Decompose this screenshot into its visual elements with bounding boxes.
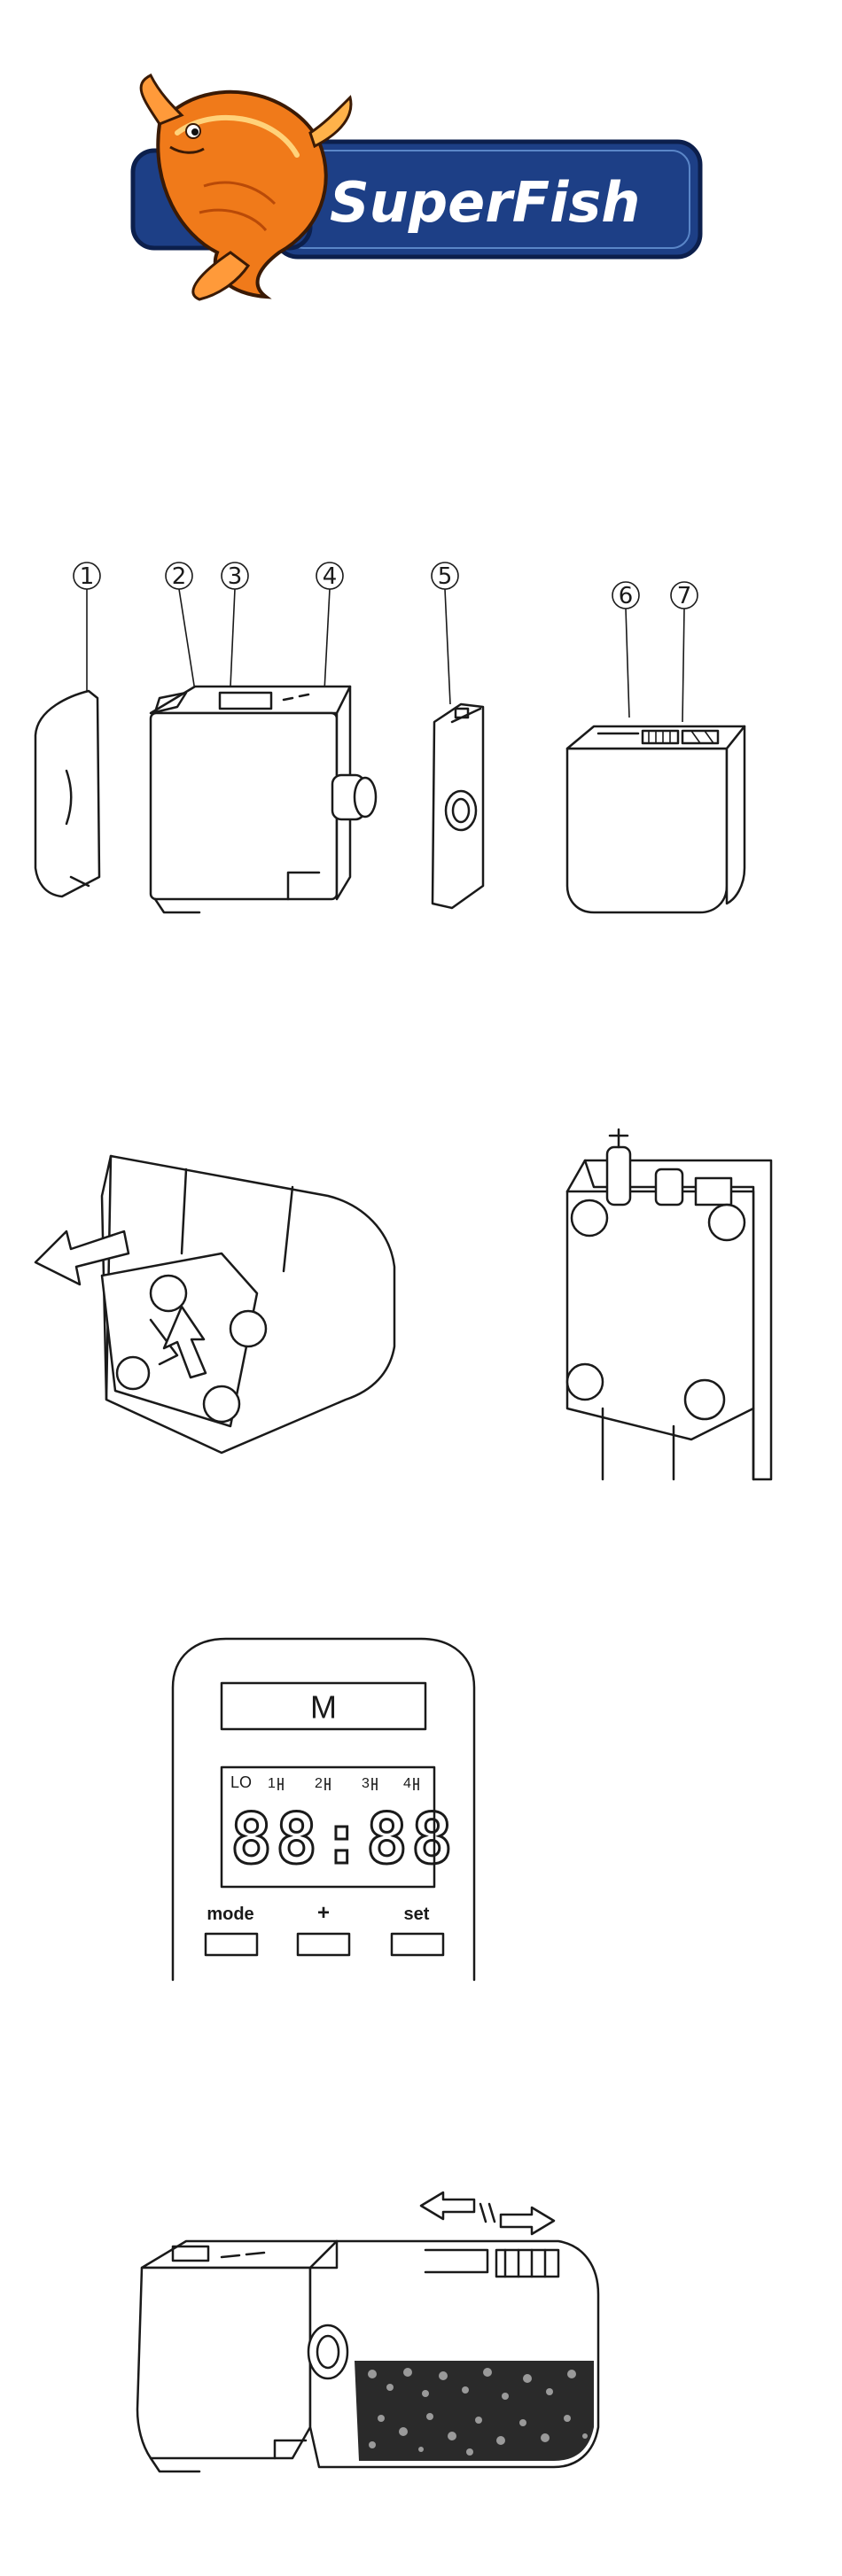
svg-text:3: 3: [228, 563, 243, 590]
indicator-3: 3: [362, 1776, 370, 1791]
callout-1: 1: [74, 563, 100, 691]
svg-text:7: 7: [677, 583, 692, 609]
set-button-label: set: [404, 1905, 430, 1924]
food-drum-part: [567, 726, 745, 912]
parts-diagram: 1 2 3 4 5 6 7: [18, 549, 815, 939]
slide-arrows-icon: [421, 2192, 554, 2234]
plus-button-label: +: [317, 1901, 330, 1925]
fish-food-granules: [355, 2361, 594, 2461]
mode-letter: M: [310, 1689, 337, 1726]
svg-text:2: 2: [172, 563, 187, 590]
vertical-housing-view: [567, 1129, 771, 1479]
svg-text:4: 4: [323, 563, 338, 590]
superfish-logo: SuperFish: [97, 62, 709, 301]
svg-text:6: 6: [619, 583, 634, 609]
logo-brand-text: SuperFish: [330, 170, 640, 235]
lcd-digits: 88:88: [230, 1800, 456, 1880]
indicator-2: 2: [315, 1776, 323, 1791]
svg-text:5: 5: [438, 563, 453, 590]
callout-5: 5: [432, 563, 458, 704]
battery-views: [18, 1107, 815, 1497]
svg-text:1: 1: [80, 563, 95, 590]
main-housing-part: [151, 687, 376, 912]
callout-7: 7: [671, 582, 698, 722]
side-lid-part: [35, 691, 99, 896]
set-button[interactable]: [392, 1934, 443, 1955]
callout-2: 2: [166, 563, 195, 691]
assembled-feeder-diagram: [115, 2161, 629, 2480]
mode-button[interactable]: [206, 1934, 257, 1955]
tilted-housing-view: [35, 1156, 394, 1453]
control-panel-diagram: M LO 1 2 3 4 88:88 mode + set: [160, 1634, 487, 1980]
callout-4: 4: [316, 563, 343, 691]
callout-6: 6: [612, 582, 639, 718]
indicator-lo: LO: [230, 1773, 252, 1791]
front-cap-part: [433, 704, 483, 908]
fish-icon: [141, 75, 351, 299]
mode-button-label: mode: [207, 1905, 253, 1924]
callout-3: 3: [222, 563, 248, 687]
plus-button[interactable]: [298, 1934, 349, 1955]
indicator-4: 4: [403, 1776, 411, 1791]
indicator-1: 1: [268, 1776, 276, 1791]
